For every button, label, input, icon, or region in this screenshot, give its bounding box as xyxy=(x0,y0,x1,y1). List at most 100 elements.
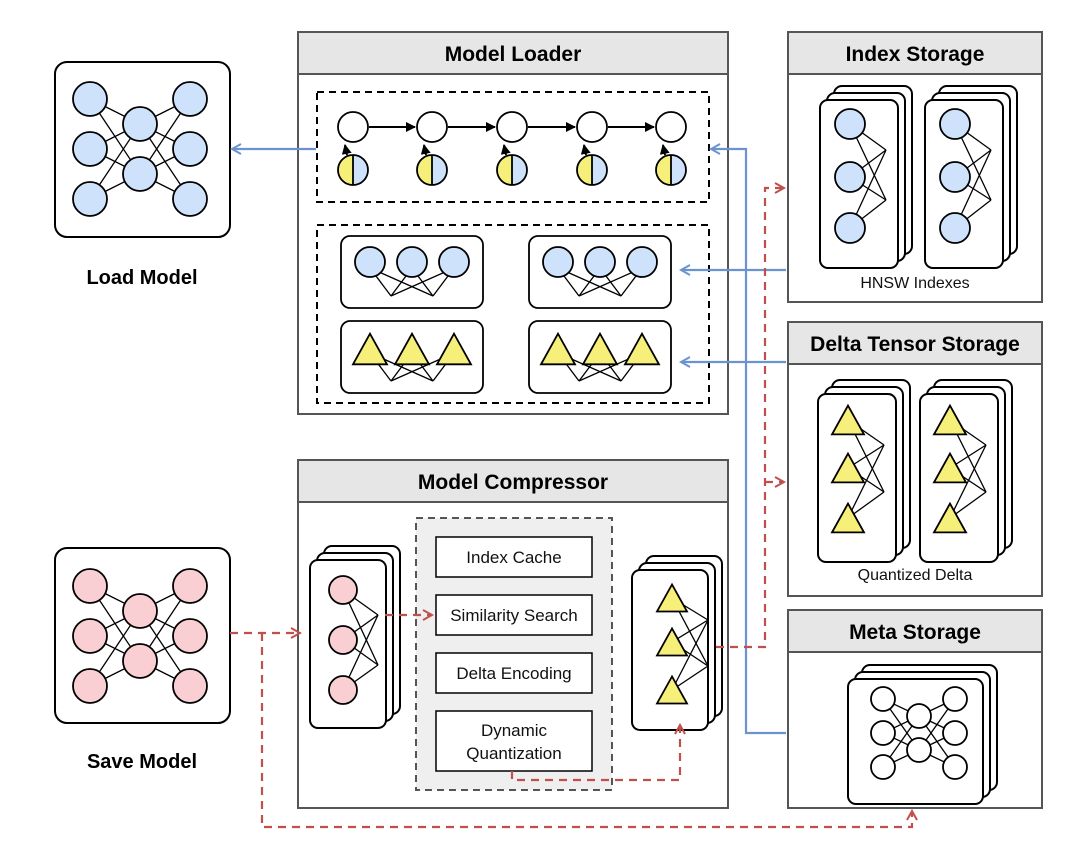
network-node xyxy=(906,737,932,763)
merged-node xyxy=(655,154,687,186)
dynamic-quantization-label-line2: Quantization xyxy=(466,744,561,763)
chain-up-arrow xyxy=(500,144,511,156)
index-cache-step xyxy=(435,536,593,578)
merged-node xyxy=(416,154,448,186)
chain-up-arrow xyxy=(659,144,670,156)
delta-half xyxy=(656,155,671,185)
block-node xyxy=(438,246,470,278)
block-node xyxy=(396,246,428,278)
base-half xyxy=(432,155,447,185)
delta-triangle xyxy=(830,403,866,436)
network-node xyxy=(172,81,208,117)
merged-node xyxy=(496,154,528,186)
input-node xyxy=(328,575,358,605)
hnsw-index-cards xyxy=(819,85,1018,269)
model-compressor-panel: Model Compressor Index Cache Similarity … xyxy=(297,459,729,809)
delta-tensor-storage-panel: Delta Tensor Storage Quantized Delta xyxy=(787,321,1043,597)
model-compressor-header xyxy=(297,459,729,503)
delta-edge xyxy=(949,444,987,519)
merged-node xyxy=(337,154,369,186)
network-node xyxy=(172,131,208,167)
network-node xyxy=(942,754,968,780)
block-node xyxy=(626,246,658,278)
delta-triangle xyxy=(830,451,866,484)
output-triangle xyxy=(655,674,689,705)
index-node xyxy=(834,161,866,193)
chain-up-arrow xyxy=(341,144,352,156)
delta-half xyxy=(417,155,432,185)
index-storage-title: Index Storage xyxy=(846,43,985,66)
network-node xyxy=(172,618,208,654)
base-half xyxy=(592,155,607,185)
base-half xyxy=(512,155,527,185)
chain-up-arrow xyxy=(580,144,591,156)
load-model-network xyxy=(72,81,208,217)
index-node xyxy=(939,108,971,140)
output-edge xyxy=(671,619,709,691)
block-node xyxy=(354,246,386,278)
network-node xyxy=(72,668,108,704)
layer-blocks xyxy=(340,235,672,394)
index-node xyxy=(834,212,866,244)
index-node xyxy=(939,212,971,244)
network-node xyxy=(870,754,896,780)
model-loader-panel: Model Loader xyxy=(297,31,729,415)
model-compressor-title: Model Compressor xyxy=(418,471,608,494)
meta-to-loader-arrow xyxy=(711,149,786,735)
save-model-group: Save Model xyxy=(54,547,231,773)
meta-storage-panel: Meta Storage xyxy=(787,609,1043,809)
meta-storage-header xyxy=(787,609,1043,653)
meta-cards xyxy=(847,664,998,805)
network-node xyxy=(72,568,108,604)
network-node xyxy=(72,181,108,217)
compressor-input-cards xyxy=(309,545,401,729)
index-node xyxy=(834,108,866,140)
base-half xyxy=(671,155,686,185)
output-triangle xyxy=(655,582,689,613)
dynamic-quantization-label-line1: Dynamic xyxy=(481,721,548,740)
network-node xyxy=(870,720,896,746)
delta-encoding-step xyxy=(435,652,593,694)
delta-edge xyxy=(847,444,885,519)
meta-storage-title: Meta Storage xyxy=(849,621,981,644)
save-to-meta-arrow xyxy=(260,633,912,829)
network-node xyxy=(870,686,896,712)
network-node xyxy=(942,720,968,746)
network-node xyxy=(122,156,158,192)
block-triangle xyxy=(393,331,431,366)
chain-node xyxy=(416,111,448,143)
network-node xyxy=(122,643,158,679)
index-storage-panel: Index Storage HNSW Indexes xyxy=(787,31,1043,303)
dynamic-quantization-step xyxy=(435,710,593,772)
network-node xyxy=(172,568,208,604)
network-node xyxy=(72,131,108,167)
delta-triangle xyxy=(932,451,968,484)
delta-tensor-storage-title: Delta Tensor Storage xyxy=(810,333,1020,356)
input-node xyxy=(328,625,358,655)
delta-half xyxy=(497,155,512,185)
block-node xyxy=(542,246,574,278)
network-node xyxy=(72,618,108,654)
delta-half xyxy=(338,155,353,185)
delta-encoding-label: Delta Encoding xyxy=(456,664,571,683)
chain-node xyxy=(337,111,369,143)
chain-node xyxy=(496,111,528,143)
quantized-delta-cards xyxy=(817,379,1013,563)
network-node xyxy=(172,181,208,217)
network-node xyxy=(906,703,932,729)
block-triangle xyxy=(351,331,389,366)
network-node xyxy=(942,686,968,712)
delta-triangle xyxy=(932,501,968,534)
flow-arrows xyxy=(230,149,912,829)
save-model-label: Save Model xyxy=(87,751,197,773)
index-storage-caption: HNSW Indexes xyxy=(860,275,969,292)
model-loader-header xyxy=(297,31,729,75)
delta-half xyxy=(577,155,592,185)
block-triangle xyxy=(623,331,661,366)
network-node xyxy=(122,106,158,142)
index-storage-header xyxy=(787,31,1043,75)
delta-triangle xyxy=(932,403,968,436)
merged-node xyxy=(576,154,608,186)
layer-blocks-region xyxy=(316,224,710,404)
